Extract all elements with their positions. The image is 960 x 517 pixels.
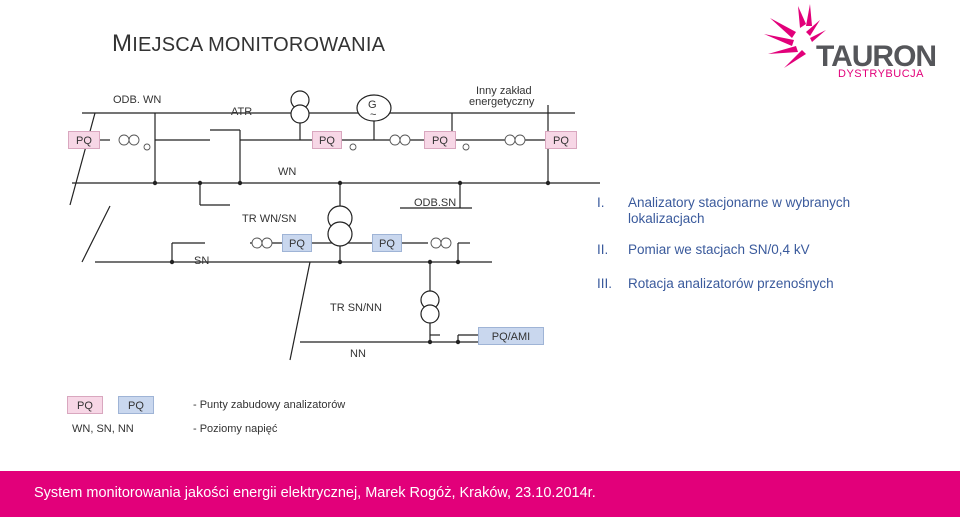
legend-points-desc: - Punty zabudowy analizatorów bbox=[193, 399, 346, 411]
label-tr-sn-nn: TR SN/NN bbox=[330, 302, 382, 314]
logo-subtitle: DYSTRYBUCJA bbox=[838, 68, 924, 80]
pq-point-4: PQ bbox=[545, 131, 577, 149]
pq-point-3: PQ bbox=[424, 131, 456, 149]
label-atr: ATR bbox=[231, 106, 253, 118]
logo-name: TAURON bbox=[816, 40, 937, 73]
pq-point-2: PQ bbox=[312, 131, 342, 149]
label-inny-zaklad-1: Inny zakład bbox=[476, 85, 532, 97]
footer-bar: System monitorowania jakości energii ele… bbox=[0, 471, 960, 517]
legend-pq-pink: PQ bbox=[67, 396, 103, 414]
label-odb-sn: ODB.SN bbox=[414, 197, 457, 209]
label-nn: NN bbox=[350, 348, 366, 360]
label-wn: WN bbox=[278, 166, 297, 178]
legend-levels-desc: - Poziomy napięć bbox=[193, 423, 278, 435]
label-tr-wn-sn: TR WN/SN bbox=[242, 213, 297, 225]
label-inny-zaklad-2: energetyczny bbox=[469, 96, 535, 108]
label-generator-symbol: ~ bbox=[370, 109, 377, 121]
pq-ami-point: PQ/AMI bbox=[478, 327, 544, 345]
legend-levels: WN, SN, NN bbox=[72, 423, 134, 435]
footer-text: System monitorowania jakości energii ele… bbox=[34, 485, 596, 501]
label-odb-wn: ODB. WN bbox=[113, 94, 162, 106]
page-title: MIEJSCA MONITOROWANIA bbox=[112, 30, 386, 57]
pq-point-6: PQ bbox=[372, 234, 402, 252]
grid-diagram bbox=[69, 90, 600, 361]
tauron-logo-icon bbox=[764, 4, 826, 68]
pq-point-1: PQ bbox=[68, 131, 100, 149]
legend-pq-blue: PQ bbox=[118, 396, 154, 414]
label-generator: G bbox=[368, 99, 377, 111]
label-sn: SN bbox=[194, 255, 210, 267]
pq-point-5: PQ bbox=[282, 234, 312, 252]
